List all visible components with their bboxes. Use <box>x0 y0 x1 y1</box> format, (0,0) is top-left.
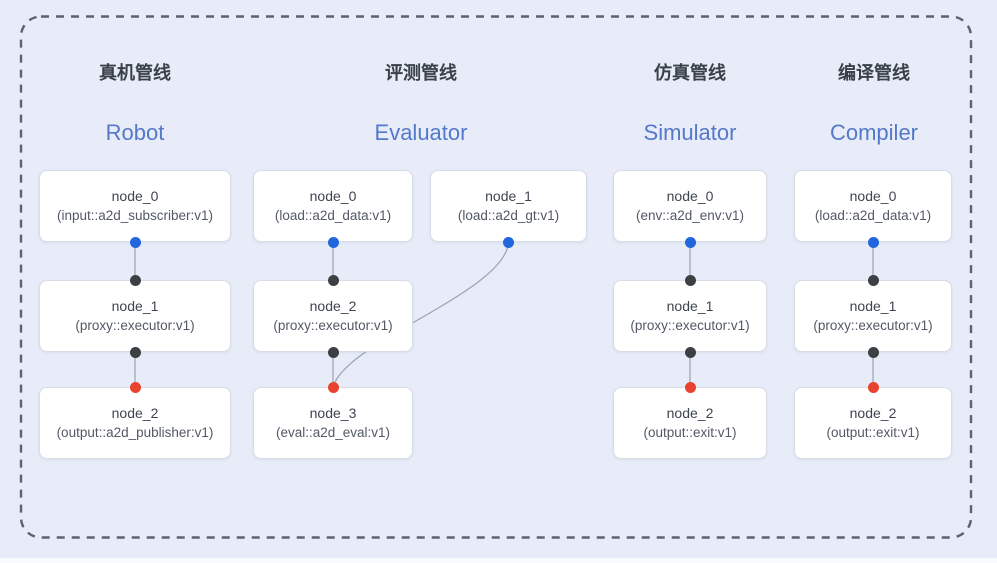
output-port-dot-blue <box>867 236 879 248</box>
node-title: node_0 <box>666 187 714 204</box>
node-title: node_1 <box>849 297 897 314</box>
graph-node-compiler-0: node_0(load::a2d_data:v1) <box>794 170 952 242</box>
node-subtitle: (proxy::executor:v1) <box>630 318 750 334</box>
node-title: node_0 <box>309 187 357 204</box>
node-subtitle: (eval::a2d_eval:v1) <box>275 425 391 441</box>
node-subtitle: (output::a2d_publisher:v1) <box>56 425 214 441</box>
pipeline-title-en-compiler: Compiler <box>829 120 919 145</box>
graph-node-robot-2: node_2(output::a2d_publisher:v1) <box>39 387 231 459</box>
node-title: node_2 <box>309 297 357 314</box>
output-port-dot-blue <box>684 236 696 248</box>
output-port-dot-dark <box>867 346 879 358</box>
pipeline-title-en-evaluator: Evaluator <box>374 120 468 145</box>
node-title: node_1 <box>485 187 532 204</box>
pipeline-title-en-robot: Robot <box>105 120 165 145</box>
output-port-dot-blue <box>327 236 339 248</box>
pipeline-title-en-simulator: Simulator <box>643 120 737 145</box>
node-subtitle: (proxy::executor:v1) <box>273 318 393 334</box>
node-subtitle: (output::exit:v1) <box>643 425 737 441</box>
node-title: node_2 <box>849 404 897 421</box>
node-subtitle: (proxy::executor:v1) <box>813 318 933 334</box>
node-title: node_1 <box>666 297 714 314</box>
node-title: node_0 <box>111 187 159 204</box>
graph-node-evaluator-1: node_1(load::a2d_gt:v1) <box>430 170 587 242</box>
output-port-dot-dark <box>684 346 696 358</box>
pipeline-title-zh-compiler: 编译管线 <box>838 63 910 83</box>
input-port-dot-red <box>867 381 879 393</box>
pipeline-title-zh-robot: 真机管线 <box>99 63 171 83</box>
node-title: node_1 <box>111 297 159 314</box>
edge-curve <box>332 241 510 388</box>
node-title: node_2 <box>666 404 714 421</box>
graph-node-robot-1: node_1(proxy::executor:v1) <box>39 280 231 352</box>
output-port-dot-dark <box>129 346 141 358</box>
input-port-dot-red <box>684 381 696 393</box>
input-port-dot-dark <box>129 274 141 286</box>
graph-node-evaluator-0: node_0(load::a2d_data:v1) <box>253 170 413 242</box>
input-port-dot-dark <box>684 274 696 286</box>
graph-node-evaluator-2: node_2(proxy::executor:v1) <box>253 280 413 352</box>
output-port-dot-blue <box>129 236 141 248</box>
graph-node-compiler-2: node_2(output::exit:v1) <box>794 387 952 459</box>
node-subtitle: (load::a2d_data:v1) <box>814 208 932 224</box>
node-subtitle: (load::a2d_gt:v1) <box>457 208 560 224</box>
input-port-dot-red <box>129 381 141 393</box>
input-port-dot-dark <box>327 274 339 286</box>
graph-node-evaluator-3: node_3(eval::a2d_eval:v1) <box>253 387 413 459</box>
graph-node-robot-0: node_0(input::a2d_subscriber:v1) <box>39 170 231 242</box>
pipeline-title-zh-evaluator: 评测管线 <box>385 63 457 83</box>
node-title: node_2 <box>111 404 159 421</box>
dashed-frame <box>19 15 973 539</box>
node-subtitle: (output::exit:v1) <box>826 425 920 441</box>
node-subtitle: (env::a2d_env:v1) <box>635 208 745 224</box>
node-subtitle: (load::a2d_data:v1) <box>274 208 392 224</box>
node-subtitle: (proxy::executor:v1) <box>75 318 195 334</box>
graph-node-simulator-0: node_0(env::a2d_env:v1) <box>613 170 767 242</box>
input-port-dot-red <box>327 381 339 393</box>
pipeline-title-zh-simulator: 仿真管线 <box>654 63 726 83</box>
node-title: node_0 <box>849 187 897 204</box>
graph-node-simulator-1: node_1(proxy::executor:v1) <box>613 280 767 352</box>
output-port-dot-dark <box>327 346 339 358</box>
output-port-dot-blue <box>503 236 514 248</box>
bottom-strip <box>0 558 997 563</box>
graph-node-compiler-1: node_1(proxy::executor:v1) <box>794 280 952 352</box>
graph-node-simulator-2: node_2(output::exit:v1) <box>613 387 767 459</box>
node-title: node_3 <box>309 404 357 421</box>
node-subtitle: (input::a2d_subscriber:v1) <box>56 208 214 224</box>
input-port-dot-dark <box>867 274 879 286</box>
